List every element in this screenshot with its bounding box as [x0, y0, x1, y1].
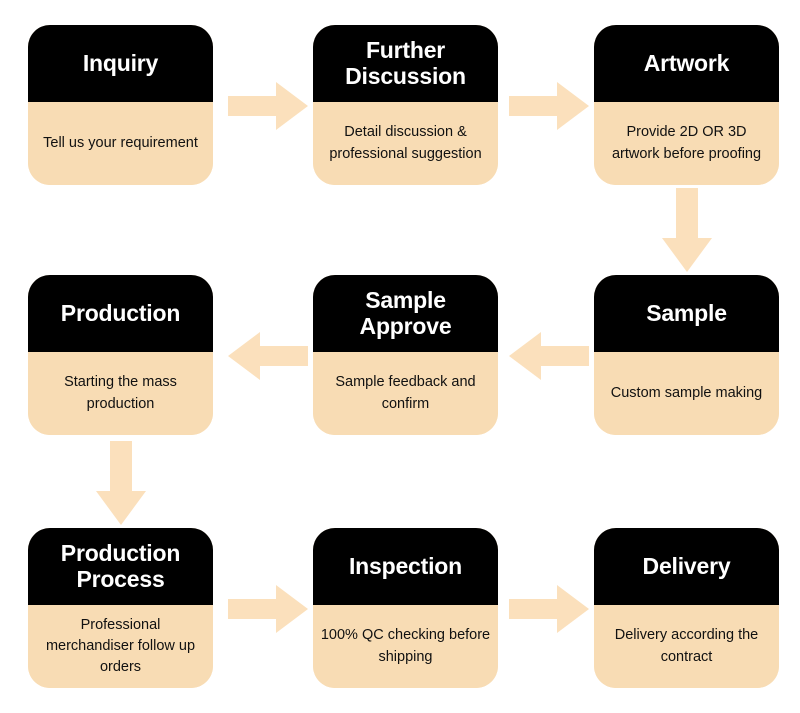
arrow-down-icon — [96, 441, 146, 525]
process-node-production-process[interactable]: Production Process Professional merchand… — [28, 528, 213, 688]
arrow-down-icon — [662, 188, 712, 272]
node-description: Custom sample making — [594, 352, 779, 435]
node-title: Delivery — [594, 528, 779, 605]
node-title: Artwork — [594, 25, 779, 102]
node-description: Detail discussion & professional suggest… — [313, 102, 498, 185]
process-node-inspection[interactable]: Inspection 100% QC checking before shipp… — [313, 528, 498, 688]
node-description: Provide 2D OR 3D artwork before proofing — [594, 102, 779, 185]
arrow-right-icon — [509, 82, 589, 130]
node-title: Inspection — [313, 528, 498, 605]
node-title: Production Process — [28, 528, 213, 605]
process-node-inquiry[interactable]: Inquiry Tell us your requirement — [28, 25, 213, 185]
arrow-right-icon — [228, 82, 308, 130]
node-description: Starting the mass production — [28, 352, 213, 435]
process-node-production[interactable]: Production Starting the mass production — [28, 275, 213, 435]
process-node-sample-approve[interactable]: Sample Approve Sample feedback and confi… — [313, 275, 498, 435]
process-node-artwork[interactable]: Artwork Provide 2D OR 3D artwork before … — [594, 25, 779, 185]
arrow-right-icon — [228, 585, 308, 633]
node-title: Inquiry — [28, 25, 213, 102]
node-title: Sample Approve — [313, 275, 498, 352]
process-node-sample[interactable]: Sample Custom sample making — [594, 275, 779, 435]
node-description: Sample feedback and confirm — [313, 352, 498, 435]
arrow-left-icon — [228, 332, 308, 380]
node-title: Sample — [594, 275, 779, 352]
node-description: 100% QC checking before shipping — [313, 605, 498, 688]
node-title: Further Discussion — [313, 25, 498, 102]
arrow-left-icon — [509, 332, 589, 380]
node-description: Tell us your requirement — [28, 102, 213, 185]
process-node-further-discussion[interactable]: Further Discussion Detail discussion & p… — [313, 25, 498, 185]
node-title: Production — [28, 275, 213, 352]
node-description: Professional merchandiser follow up orde… — [28, 605, 213, 688]
node-description: Delivery according the contract — [594, 605, 779, 688]
arrow-right-icon — [509, 585, 589, 633]
process-node-delivery[interactable]: Delivery Delivery according the contract — [594, 528, 779, 688]
